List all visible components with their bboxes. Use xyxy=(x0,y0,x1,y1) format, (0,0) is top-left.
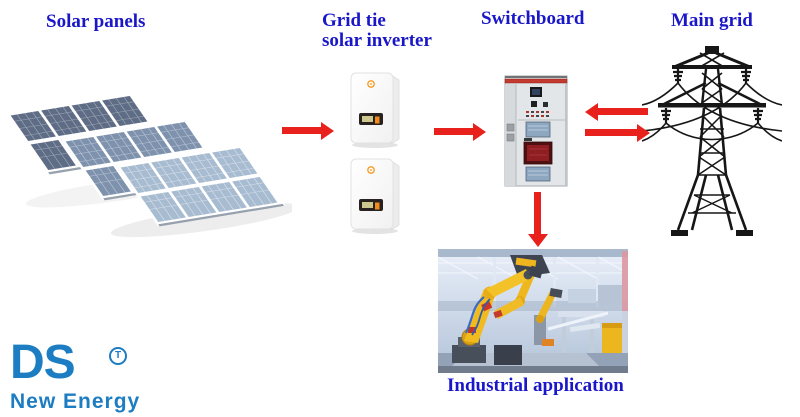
inverter-unit-2 xyxy=(350,158,400,235)
mid-robot xyxy=(534,288,563,345)
inverter-unit-1 xyxy=(350,72,400,149)
label-grid-tie-line1: Grid tie xyxy=(322,10,386,31)
switchboard-image xyxy=(504,75,568,187)
arrow-switchboard-to-industrial xyxy=(527,192,548,247)
logo-company-name: New Energy xyxy=(10,390,141,413)
solar-panels-image xyxy=(5,92,292,238)
indicator-lights xyxy=(526,111,549,117)
power-tower-image xyxy=(642,46,782,236)
label-grid-tie-line2: solar inverter xyxy=(322,30,432,51)
label-industrial-application: Industrial application xyxy=(447,375,624,396)
trademark-icon: T xyxy=(109,347,127,365)
label-switchboard: Switchboard xyxy=(481,8,585,29)
industrial-photo xyxy=(438,249,628,373)
arrow-switchboard-to-grid xyxy=(585,123,650,142)
main-robot-arm xyxy=(452,265,544,365)
logo-initials: DS xyxy=(10,336,76,389)
arrow-inverter-to-switchboard xyxy=(434,122,486,141)
label-solar-panels: Solar panels xyxy=(46,11,146,32)
insulators xyxy=(661,69,763,123)
label-main-grid: Main grid xyxy=(671,10,753,31)
rack-platforms xyxy=(547,311,609,353)
overhead-robot xyxy=(493,255,550,319)
arrow-solar-to-inverter xyxy=(282,121,334,140)
company-logo: DS T New Energy xyxy=(10,338,180,414)
power-lines xyxy=(642,82,782,142)
arrow-grid-to-switchboard xyxy=(585,102,648,121)
